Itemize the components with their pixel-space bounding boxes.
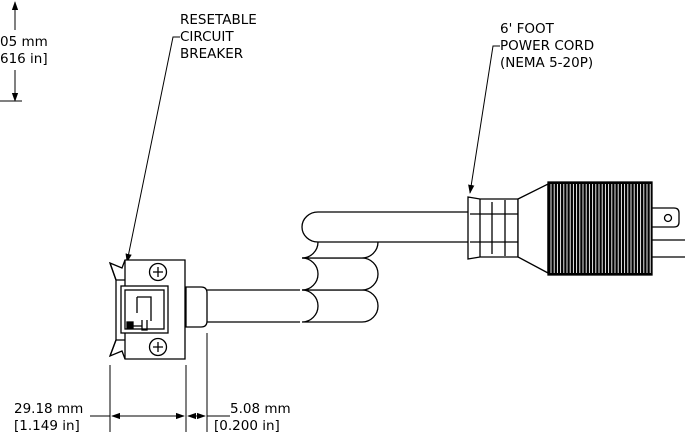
plug-body	[517, 182, 549, 275]
width-dimension	[90, 365, 187, 432]
plug-prongs	[651, 207, 685, 258]
cord-leader	[468, 45, 500, 194]
breaker-leader	[125, 36, 180, 263]
width-dim-mm: 29.18 mm	[14, 401, 84, 417]
breaker-callout-line3: BREAKER	[180, 46, 244, 62]
cord-callout-line2: POWER CORD	[500, 38, 595, 54]
breaker-callout-line1: RESETABLE	[180, 12, 257, 28]
cord-callout-line3: (NEMA 5-20P)	[500, 55, 594, 71]
cord-coils	[301, 211, 471, 323]
width-dim-in: [1.149 in]	[14, 418, 80, 434]
breaker-callout-line2: CIRCUIT	[180, 29, 234, 45]
cord-lower	[207, 289, 300, 323]
top-left-dim-in: 616 in]	[0, 51, 48, 67]
gap-dimension	[187, 333, 230, 432]
top-left-dim-mm: 05 mm	[0, 34, 48, 50]
plug-grip	[547, 181, 653, 276]
circuit-breaker	[108, 259, 208, 360]
cord-callout-line1: 6' FOOT	[500, 21, 554, 37]
top-left-dimension	[0, 1, 22, 102]
gap-dim-mm: 5.08 mm	[230, 401, 291, 417]
plug-strain-relief	[467, 196, 519, 260]
gap-dim-in: [0.200 in]	[214, 418, 280, 434]
